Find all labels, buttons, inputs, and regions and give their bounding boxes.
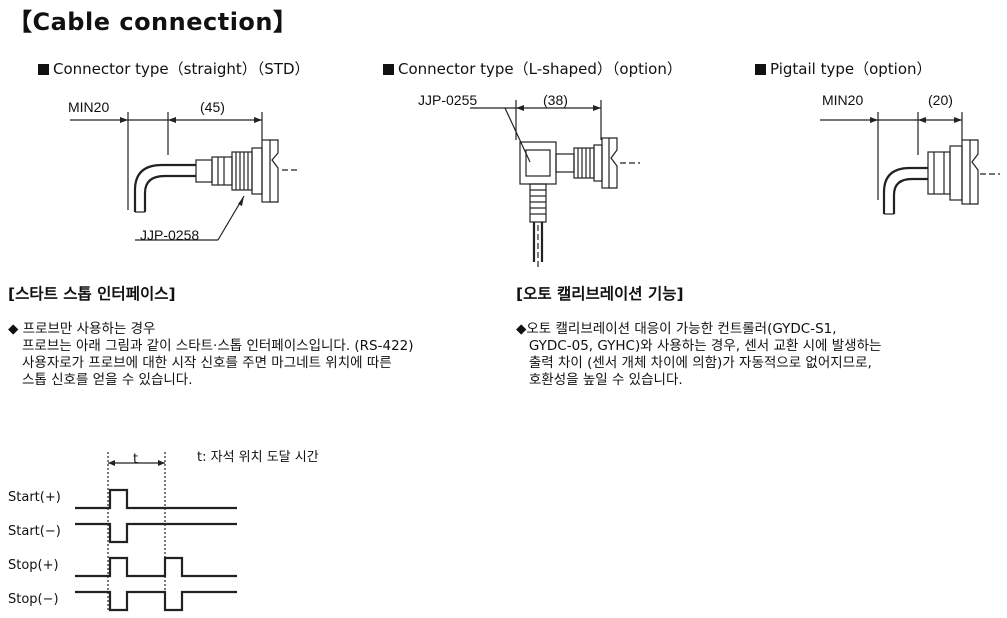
straight-connector-drawing: [70, 112, 300, 241]
l-shaped-length-dim: (38): [543, 92, 568, 108]
square-bullet-icon: [383, 64, 394, 75]
square-bullet-icon: [38, 64, 49, 75]
start-stop-body: 프로브는 아래 그림과 같이 스타트·스톱 인터페이스입니다. (RS-422)…: [22, 338, 414, 388]
square-bullet-icon: [755, 64, 766, 75]
timing-diagram: [75, 452, 237, 612]
signal-start-plus: Start(+): [8, 490, 61, 505]
straight-min-dim: MIN20: [68, 99, 110, 115]
l-shaped-connector-drawing: [470, 100, 640, 268]
straight-length-dim: (45): [200, 99, 225, 115]
straight-part-number: JJP-0258: [140, 227, 200, 243]
connector-pigtail-label: Pigtail type（option）: [755, 58, 932, 79]
start-stop-bullet: ◆ 프로브만 사용하는 경우: [8, 321, 156, 337]
signal-stop-plus: Stop(+): [8, 558, 59, 573]
signal-start-minus: Start(−): [8, 524, 61, 539]
page-title: 【Cable connection】: [8, 8, 298, 36]
pigtail-length-dim: (20): [928, 92, 953, 108]
timing-t-label: t: [133, 452, 139, 467]
signal-stop-minus: Stop(−): [8, 592, 59, 607]
start-stop-heading: [스타트 스톱 인터페이스]: [8, 285, 176, 303]
auto-cal-body: ◆오토 캘리브레이션 대응이 가능한 컨트롤러(GYDC-S1, GYDC-05…: [516, 321, 882, 388]
pigtail-connector-drawing: [820, 112, 1000, 215]
pigtail-min-dim: MIN20: [822, 92, 864, 108]
auto-cal-heading: [오토 캘리브레이션 기능]: [516, 285, 684, 303]
l-shaped-part-number: JJP-0255: [418, 92, 478, 108]
timing-legend: t: 자석 위치 도달 시간: [197, 450, 319, 465]
connector-straight-label: Connector type（straight）（STD）: [38, 58, 310, 79]
connector-l-shaped-label: Connector type（L-shaped）（option）: [383, 58, 682, 79]
